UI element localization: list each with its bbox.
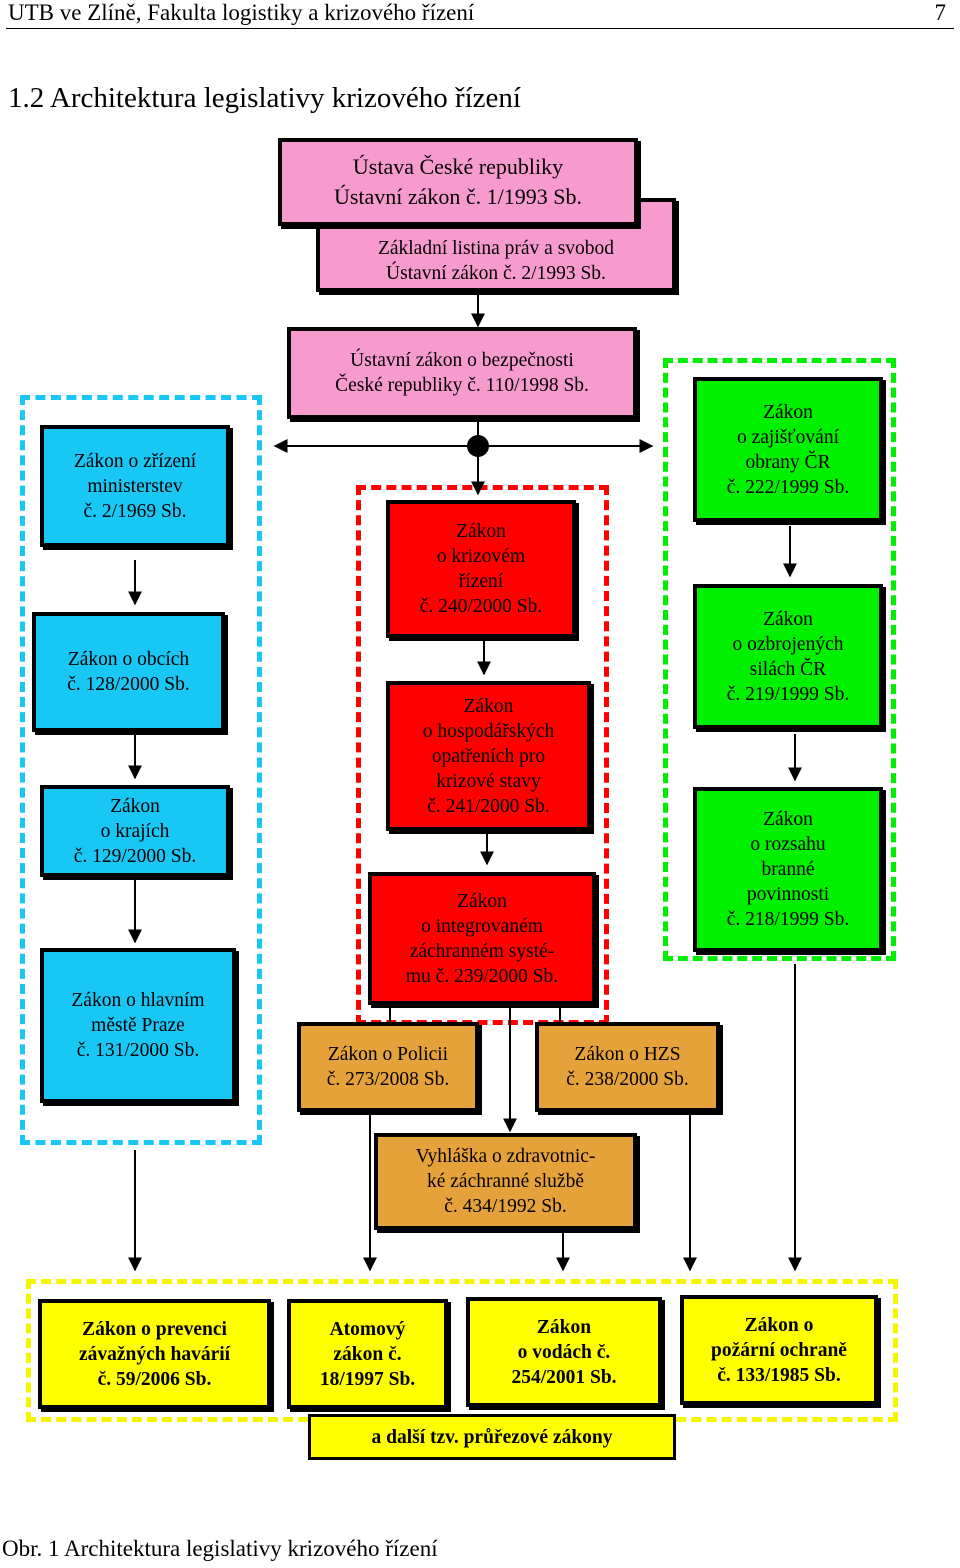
box-pozarni-ochrana: Zákon o požární ochraně č. 133/1985 Sb. xyxy=(680,1295,878,1405)
box-bezpecnost: Ústavní zákon o bezpečnosti České republ… xyxy=(287,327,637,419)
box-obce: Zákon o obcích č. 128/2000 Sb. xyxy=(32,612,225,732)
header-rule xyxy=(6,28,954,29)
box-zakon-o-vodach: Zákon o vodách č. 254/2001 Sb. xyxy=(466,1297,662,1407)
box-prevence-havarii: Zákon o prevenci závažných havárií č. 59… xyxy=(38,1299,271,1409)
box-policie: Zákon o Policii č. 273/2008 Sb. xyxy=(297,1022,479,1112)
box-kraje: Zákon o krajích č. 129/2000 Sb. xyxy=(40,785,230,877)
box-branna-povinnost: Zákon o rozsahu branné povinnosti č. 218… xyxy=(693,787,883,952)
box-dalsi-zakony: a další tzv. průřezové zákony xyxy=(308,1414,676,1460)
page-number: 7 xyxy=(934,0,947,25)
group-frame-blue xyxy=(20,395,262,1145)
junction-dot xyxy=(467,435,489,457)
box-ministerstva: Zákon o zřízení ministerstev č. 2/1969 S… xyxy=(40,425,230,547)
box-praha: Zákon o hlavním městě Praze č. 131/2000 … xyxy=(40,948,236,1103)
box-hospodarska-opatreni: Zákon o hospodářských opatřeních pro kri… xyxy=(386,681,591,831)
group-frame-green xyxy=(663,358,896,961)
box-integrovany-system: Zákon o integrovaném záchranném systé- m… xyxy=(368,872,596,1005)
section-title: 1.2 Architektura legislativy krizového ř… xyxy=(8,82,521,114)
figure-caption: Obr. 1 Architektura legislativy krizovéh… xyxy=(2,1536,438,1561)
box-ustava: Ústava České republiky Ústavní zákon č. … xyxy=(278,138,638,226)
running-header-title: UTB ve Zlíně, Fakulta logistiky a krizov… xyxy=(8,0,475,25)
box-krizove-rizeni: Zákon o krizovém řízení č. 240/2000 Sb. xyxy=(386,500,576,638)
box-hzs: Zákon o HZS č. 238/2000 Sb. xyxy=(535,1022,720,1112)
box-vyhlaska-zzs: Vyhláška o zdravotnic- ké záchranné služ… xyxy=(374,1133,637,1230)
box-ozbrojene-sily: Zákon o ozbrojených silách ČR č. 219/199… xyxy=(693,584,883,729)
box-atomovy-zakon: Atomový zákon č. 18/1997 Sb. xyxy=(287,1299,448,1409)
box-obrana: Zákon o zajišťování obrany ČR č. 222/199… xyxy=(693,377,883,522)
